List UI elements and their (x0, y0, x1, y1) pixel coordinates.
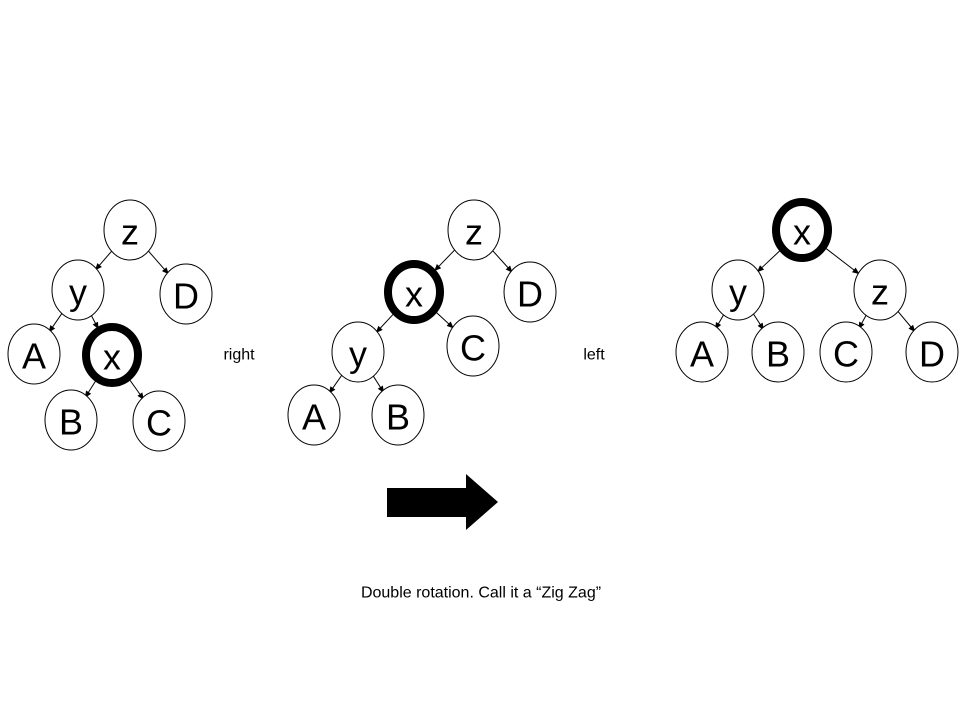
caption: Double rotation. Call it a “Zig Zag” (361, 585, 601, 602)
tree-node-before-D: D (159, 263, 213, 325)
tree-node-before-z: z (103, 199, 157, 261)
edge-after-z-D (896, 309, 913, 329)
node-label-after-D: D (919, 334, 945, 375)
node-circle-before-B (44, 389, 98, 451)
node-label-middle-x: x (405, 274, 423, 315)
node-circle-middle-A (287, 384, 341, 446)
edge-arrowhead-middle-z-x (434, 264, 442, 272)
node-circle-middle-y (331, 321, 385, 383)
node-label-after-z: z (871, 272, 889, 313)
edge-middle-x-y (378, 312, 396, 330)
edge-before-y-A (51, 311, 64, 329)
edge-middle-y-A (331, 373, 344, 390)
node-label-before-z: z (121, 212, 139, 253)
node-circle-middle-D (503, 261, 557, 323)
edge-after-x-z (823, 246, 856, 272)
edge-middle-z-D (491, 248, 510, 270)
node-circle-middle-x (384, 260, 444, 324)
tree-node-before-A: A (7, 323, 61, 385)
tree-node-after-C: C (819, 321, 873, 383)
edge-before-x-C (127, 377, 142, 397)
tree-node-after-B: B (751, 321, 805, 383)
edge-arrowhead-after-x-y (756, 265, 765, 273)
node-label-before-y: y (69, 272, 87, 313)
step-label-left: left (583, 347, 605, 364)
tree-node-before-x: x (82, 323, 142, 387)
node-circle-after-A (675, 321, 729, 383)
edge-after-x-y (760, 248, 782, 270)
tree-node-middle-x: x (384, 260, 444, 324)
step-label-right: right (223, 347, 255, 364)
node-label-middle-y: y (349, 334, 367, 375)
node-label-before-B: B (59, 402, 83, 443)
tree-node-before-y: y (51, 259, 105, 321)
node-label-middle-z: z (465, 212, 483, 253)
node-label-before-A: A (22, 336, 46, 377)
tree-node-middle-D: D (503, 261, 557, 323)
node-circle-after-C (819, 321, 873, 383)
tree-node-after-D: D (905, 321, 959, 383)
tree-node-middle-B: B (371, 384, 425, 446)
tree-node-after-y: y (711, 259, 765, 321)
tree-node-after-z: z (853, 259, 907, 321)
node-label-before-C: C (146, 403, 172, 444)
node-label-after-B: B (766, 334, 790, 375)
node-label-middle-C: C (460, 328, 486, 369)
node-label-middle-A: A (302, 397, 326, 438)
node-label-before-D: D (173, 276, 199, 317)
node-label-after-C: C (833, 334, 859, 375)
edge-middle-x-C (434, 310, 451, 326)
node-circle-before-D (159, 263, 213, 325)
node-circle-before-y (51, 259, 105, 321)
node-label-middle-D: D (517, 274, 543, 315)
big-arrow (387, 474, 498, 530)
edge-before-z-y (97, 249, 114, 267)
node-circle-middle-B (371, 384, 425, 446)
edge-arrowhead-middle-z-D (505, 265, 513, 273)
edge-arrowhead-middle-x-C (446, 321, 454, 329)
node-circle-middle-z (447, 199, 501, 261)
node-label-before-x: x (103, 337, 121, 378)
edge-middle-z-x (437, 248, 457, 268)
node-circle-before-A (7, 323, 61, 385)
tree-node-before-C: C (132, 390, 186, 452)
node-circle-after-z (853, 259, 907, 321)
node-circle-before-C (132, 390, 186, 452)
node-label-middle-B: B (386, 397, 410, 438)
node-circle-after-y (711, 259, 765, 321)
node-label-after-x: x (793, 212, 811, 253)
node-circle-before-x (82, 323, 142, 387)
edge-arrowhead-middle-x-y (375, 325, 383, 333)
node-circle-after-x (772, 198, 832, 262)
node-circle-after-D (905, 321, 959, 383)
tree-node-after-x: x (772, 198, 832, 262)
node-label-after-A: A (690, 334, 714, 375)
tree-node-middle-z: z (447, 199, 501, 261)
tree-node-after-A: A (675, 321, 729, 383)
tree-node-middle-C: C (446, 315, 500, 377)
node-label-after-y: y (729, 272, 747, 313)
node-circle-before-z (103, 199, 157, 261)
tree-node-middle-y: y (331, 321, 385, 383)
node-circle-middle-C (446, 315, 500, 377)
tree-node-before-B: B (44, 389, 98, 451)
edge-before-z-D (146, 249, 166, 271)
edge-arrowhead-after-x-z (852, 267, 860, 275)
tree-node-middle-A: A (287, 384, 341, 446)
node-circle-after-B (751, 321, 805, 383)
